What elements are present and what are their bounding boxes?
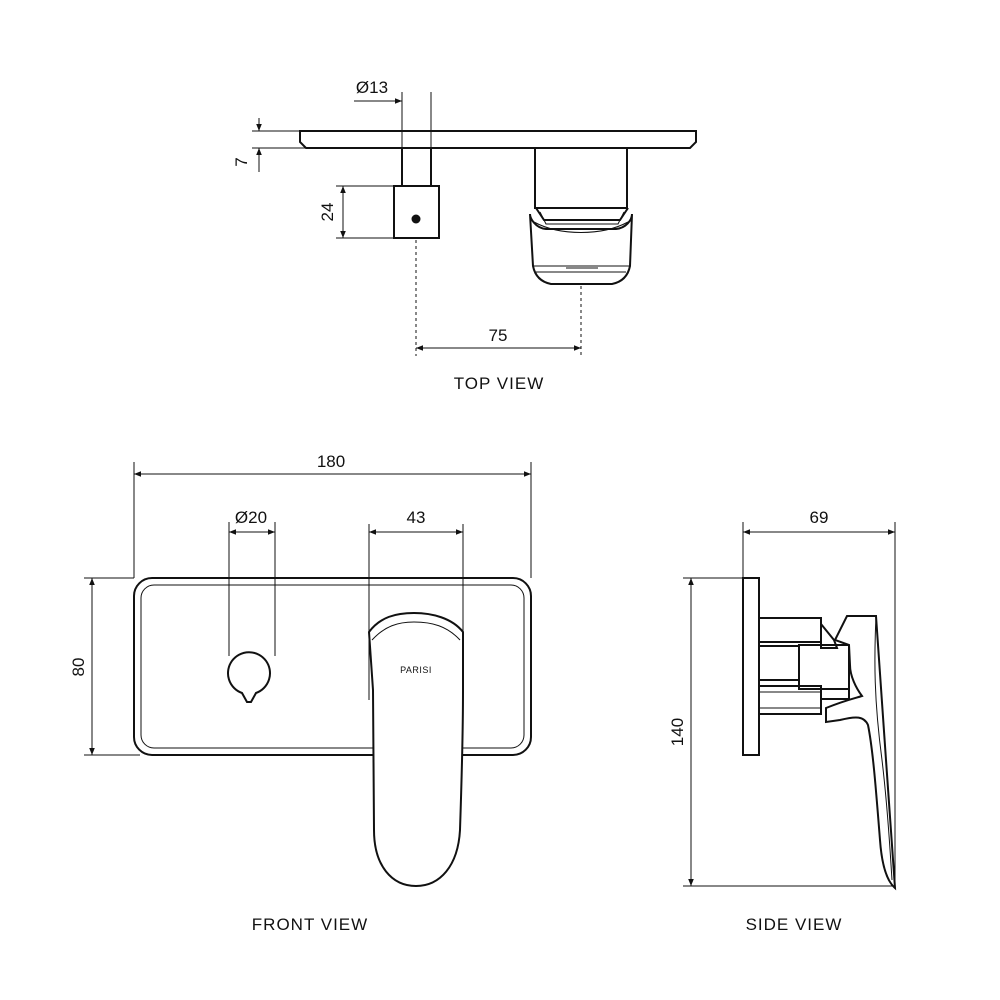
side-collar — [820, 621, 839, 649]
top-view: Ø13 7 24 75 TOP VIEW — [232, 78, 697, 393]
label-top-view: TOP VIEW — [454, 374, 545, 393]
top-knob-stem — [401, 147, 432, 187]
top-mixer-body — [534, 147, 628, 209]
top-lever-collar-inner — [539, 211, 625, 225]
dim-side-depth: 69 — [810, 508, 829, 527]
side-body-upper — [758, 617, 822, 643]
dim-top-spacing: 75 — [489, 326, 508, 345]
front-plate-outer — [133, 577, 532, 756]
dim-front-width: 180 — [317, 452, 345, 471]
side-body-middle — [758, 645, 800, 681]
side-view: 69 140 SIDE VIEW — [668, 508, 897, 934]
dim-front-knob-diameter: Ø20 — [235, 508, 267, 527]
label-side-view: SIDE VIEW — [746, 915, 843, 934]
dim-top-diameter: Ø13 — [356, 78, 388, 97]
side-lever — [825, 615, 897, 891]
side-coupling-neck — [820, 688, 850, 700]
top-knob-block — [393, 185, 440, 239]
front-lever-handle — [367, 611, 464, 888]
dim-side-height: 140 — [668, 718, 687, 746]
label-front-view: FRONT VIEW — [252, 915, 368, 934]
top-lever-collar — [535, 207, 629, 221]
front-view: PARISI 180 Ø20 43 80 FRONT VIEW — [69, 452, 532, 934]
front-plate-inner — [140, 584, 525, 749]
side-plate — [742, 577, 760, 756]
dim-top-depth: 24 — [318, 203, 337, 222]
dim-top-thickness: 7 — [232, 157, 251, 166]
side-lever-edge — [874, 615, 893, 881]
top-lever-curve — [533, 221, 629, 233]
dim-front-handle-width: 43 — [407, 508, 426, 527]
front-lever-inner — [371, 621, 461, 641]
dim-front-height: 80 — [69, 658, 88, 677]
top-plate — [299, 130, 697, 149]
top-knob-hole — [411, 214, 421, 224]
front-brand-logo: PARISI — [400, 665, 432, 675]
front-knob — [227, 651, 271, 703]
side-coupling — [798, 644, 850, 690]
side-body-lower — [758, 685, 822, 715]
